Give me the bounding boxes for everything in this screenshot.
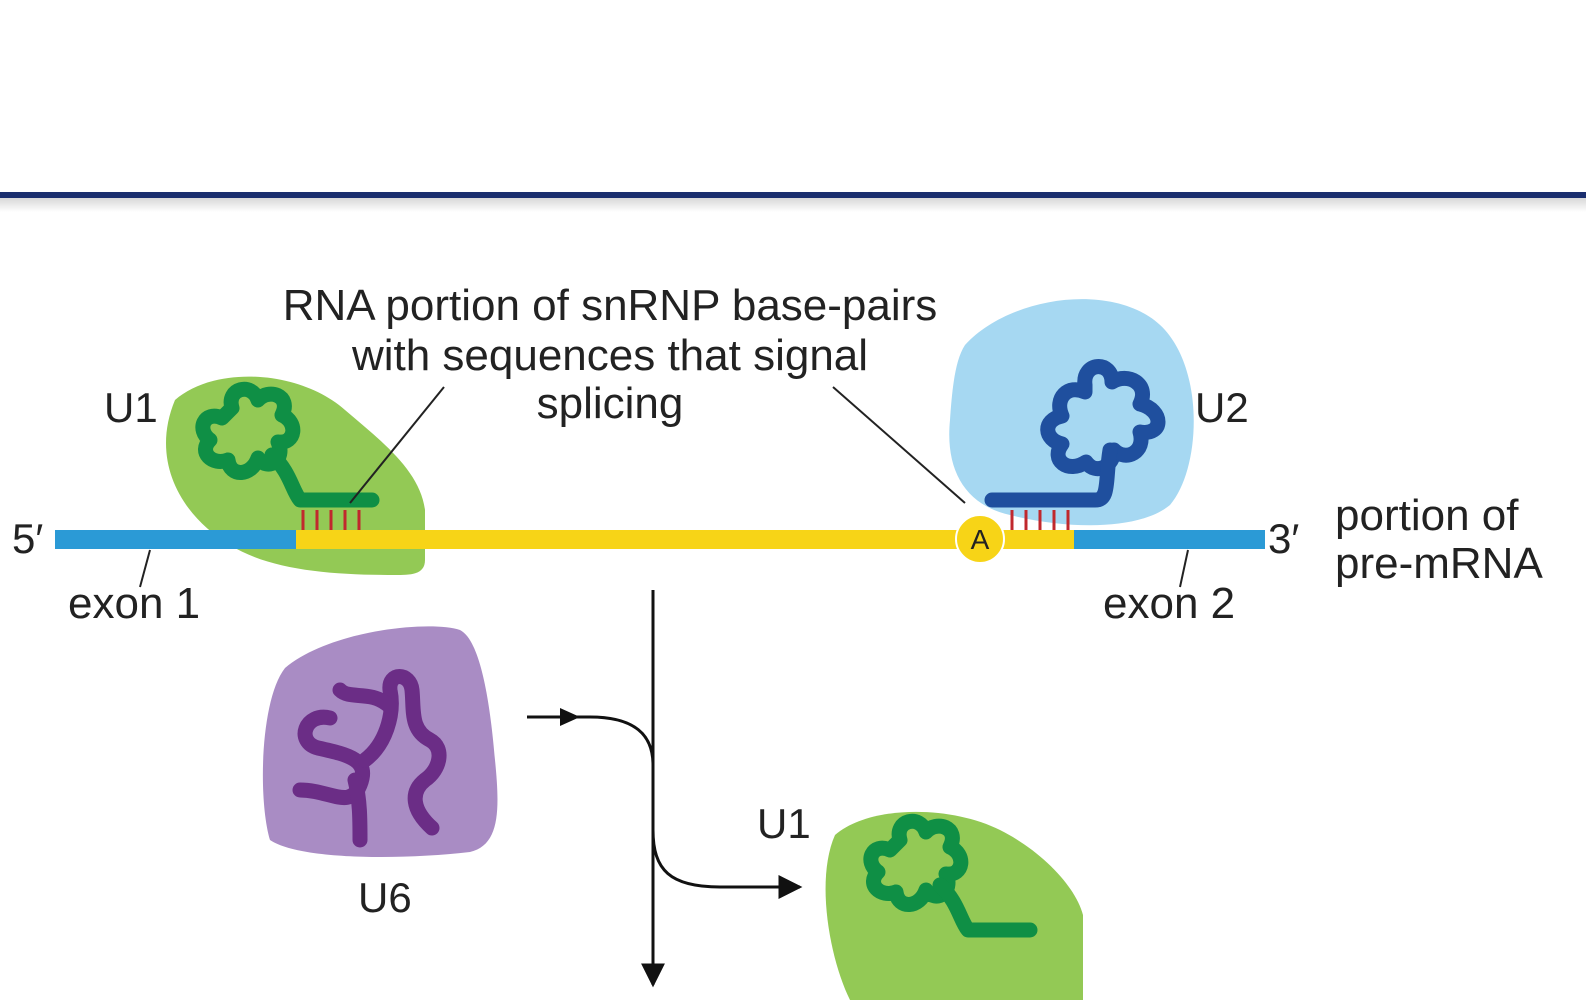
u1-exit-arrow [651, 829, 803, 899]
header-rule [0, 192, 1586, 198]
three-prime-label: 3′ [1268, 515, 1299, 562]
u1-basepairs [301, 510, 361, 530]
u6-rna [292, 669, 447, 848]
branch-point-a [955, 514, 1005, 564]
branch-point-label: A [971, 524, 990, 555]
caption-line-1: RNA portion of snRNP base-pairs [283, 281, 938, 330]
caption-line-3: splicing [537, 379, 684, 428]
u2-rna [984, 359, 1166, 508]
u6-label: U6 [358, 874, 412, 921]
exon2-label: exon 2 [1103, 579, 1235, 628]
u1-bottom-label: U1 [757, 800, 811, 847]
u1-rna-top [195, 381, 380, 508]
u1-rna-bottom [863, 813, 1038, 938]
exon-2 [1070, 530, 1265, 549]
header-rule-shadow [0, 198, 1586, 212]
u2-label: U2 [1195, 384, 1249, 431]
u2-protein [949, 299, 1194, 526]
exon1-leader [139, 549, 151, 588]
u6-entry-arrow [527, 715, 655, 766]
u6-entry-arrowhead [560, 708, 580, 726]
exon2-leader [1179, 549, 1189, 588]
intron [296, 530, 1074, 549]
exon1-label: exon 1 [68, 579, 200, 628]
caption-line-2: with sequences that signal [351, 331, 868, 380]
u1-top-label: U1 [104, 384, 158, 431]
five-prime-label: 5′ [12, 515, 43, 562]
exon-1 [55, 530, 300, 549]
u2-basepairs [1010, 510, 1070, 530]
portion-label-line1: portion of [1335, 491, 1519, 540]
caption-leader-left [349, 386, 445, 504]
portion-label-line2: pre-mRNA [1335, 539, 1543, 588]
caption-leader-right [832, 386, 966, 504]
